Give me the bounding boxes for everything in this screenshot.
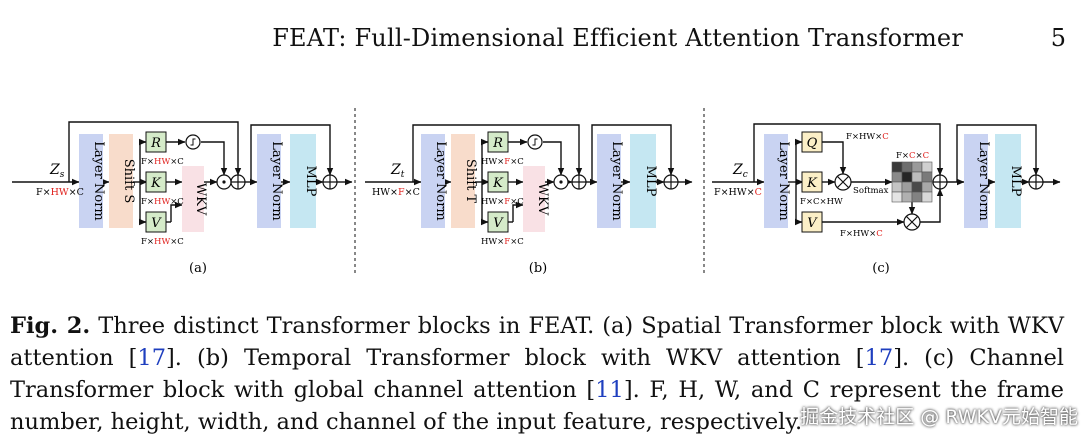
caption-text: Three distinct Transformer blocks in FEA… <box>10 313 1064 371</box>
add-icon <box>322 174 338 190</box>
mlp-label: MLP <box>1008 166 1023 197</box>
panel-b <box>365 124 693 226</box>
citation-link[interactable]: 17 <box>864 345 894 371</box>
v-box <box>145 211 167 233</box>
q-label: Q <box>807 136 818 151</box>
q-dims: F×HW×C <box>846 132 889 142</box>
k-dims: F×HW×C <box>141 197 184 207</box>
r-dims: F×HW×C <box>141 157 184 167</box>
k-box <box>145 171 167 193</box>
layer-norm-label-2: Layer Norm <box>976 141 991 221</box>
citation-link[interactable]: 11 <box>595 377 624 403</box>
wkv-label: WKV <box>193 183 208 216</box>
running-title: FEAT: Full-Dimensional Efficient Attenti… <box>272 24 963 52</box>
v-dims: F×HW×C <box>840 229 883 239</box>
r-label: R <box>492 136 503 151</box>
layer-norm-label-2: Layer Norm <box>609 141 624 221</box>
v-label: V <box>151 216 162 231</box>
watermark: 掘金技术社区 @ RWKV元始智能 <box>800 406 1078 428</box>
mlp-block <box>290 134 316 228</box>
citation-link[interactable]: 17 <box>137 345 167 371</box>
layer-norm-block <box>764 134 788 228</box>
q-box <box>801 131 823 153</box>
input-z-label: Zc <box>732 162 748 180</box>
layer-norm-block-2 <box>257 134 281 228</box>
v-box <box>801 211 823 233</box>
shift-t-block <box>451 134 475 228</box>
panel-c <box>712 123 1061 226</box>
panel-b-label: (b) <box>529 261 547 276</box>
input-dims: HW×F×C <box>372 187 420 198</box>
wkv-block <box>523 166 545 232</box>
r-dims: HW×F×C <box>481 157 524 167</box>
shift-label: Shift T <box>463 159 478 204</box>
caption-text: ]. (c) Channel Transformer block with gl… <box>10 345 1064 403</box>
panel-c-label: (c) <box>872 261 889 276</box>
layer-norm-block <box>79 134 103 228</box>
v-box <box>487 211 509 233</box>
r-label: R <box>150 136 161 151</box>
add-icon <box>230 174 246 190</box>
caption-label: Fig. 2. <box>10 313 91 339</box>
add-icon <box>932 174 948 190</box>
k-box <box>801 171 823 193</box>
k-box <box>487 171 509 193</box>
add-icon <box>663 174 679 190</box>
attention-dims: F×C×C <box>896 151 929 161</box>
input-dims: F×HW×C <box>714 187 762 198</box>
input-z-label: Zs <box>49 162 65 180</box>
shift-label: Shift S <box>121 159 136 204</box>
panel-c-labels: Zc F×HW×C Layer Norm Q K V F×HW×C F×C×HW… <box>714 132 1023 276</box>
shift-s-block <box>109 134 133 228</box>
wkv-label: WKV <box>535 183 550 216</box>
k-dims: F×C×HW <box>800 197 843 207</box>
page-number: 5 <box>1050 24 1066 52</box>
figure-caption: Fig. 2. Three distinct Transformer block… <box>10 310 1064 438</box>
add-icon <box>571 174 587 190</box>
wkv-block <box>182 166 204 232</box>
panel-b-blocks <box>421 131 679 233</box>
k-label: K <box>150 176 162 191</box>
mult-icon <box>903 213 921 231</box>
layer-norm-label: Layer Norm <box>91 141 106 221</box>
panel-a <box>12 121 353 226</box>
caption-text: ]. F, H, W, and C represent the frame nu… <box>10 377 1064 435</box>
r-box <box>145 131 167 153</box>
mlp-label: MLP <box>303 166 318 197</box>
page-header: FEAT: Full-Dimensional Efficient Attenti… <box>0 24 1088 58</box>
k-label: K <box>492 176 504 191</box>
input-dims: F×HW×C <box>36 187 84 198</box>
v-dims: F×HW×C <box>141 237 184 247</box>
r-box <box>487 131 509 153</box>
panel-a-blocks <box>79 131 338 233</box>
panel-a-label: (a) <box>189 261 207 276</box>
layer-norm-label: Layer Norm <box>433 141 448 221</box>
layer-norm-label: Layer Norm <box>776 141 791 221</box>
mlp-label: MLP <box>643 166 658 197</box>
v-label: V <box>807 216 818 231</box>
mlp-block <box>995 134 1021 228</box>
v-label: V <box>493 216 504 231</box>
input-z-label: Zt <box>390 162 405 180</box>
mult-icon <box>834 173 852 191</box>
attention-matrix <box>891 161 933 203</box>
k-label: K <box>806 176 818 191</box>
layer-norm-label-2: Layer Norm <box>269 141 284 221</box>
panel-c-blocks <box>764 131 1044 233</box>
layer-norm-block-2 <box>597 134 621 228</box>
panel-a-labels: Zs F×HW×C Layer Norm Shift S R K V F×HW×… <box>36 136 318 276</box>
v-dims: HW×F×C <box>481 237 524 247</box>
layer-norm-block-2 <box>964 134 988 228</box>
panel-b-labels: Zt HW×F×C Layer Norm Shift T R K V HW×F×… <box>372 136 658 276</box>
mlp-block <box>630 134 656 228</box>
k-dims: HW×F×C <box>481 197 524 207</box>
add-icon <box>1028 174 1044 190</box>
layer-norm-block <box>421 134 445 228</box>
softmax-label: Softmax <box>853 186 889 196</box>
figure-diagram: Zs F×HW×C Layer Norm Shift S R K V F×HW×… <box>12 108 1061 276</box>
caption-text: ]. (b) Temporal Transformer block with W… <box>166 345 865 371</box>
